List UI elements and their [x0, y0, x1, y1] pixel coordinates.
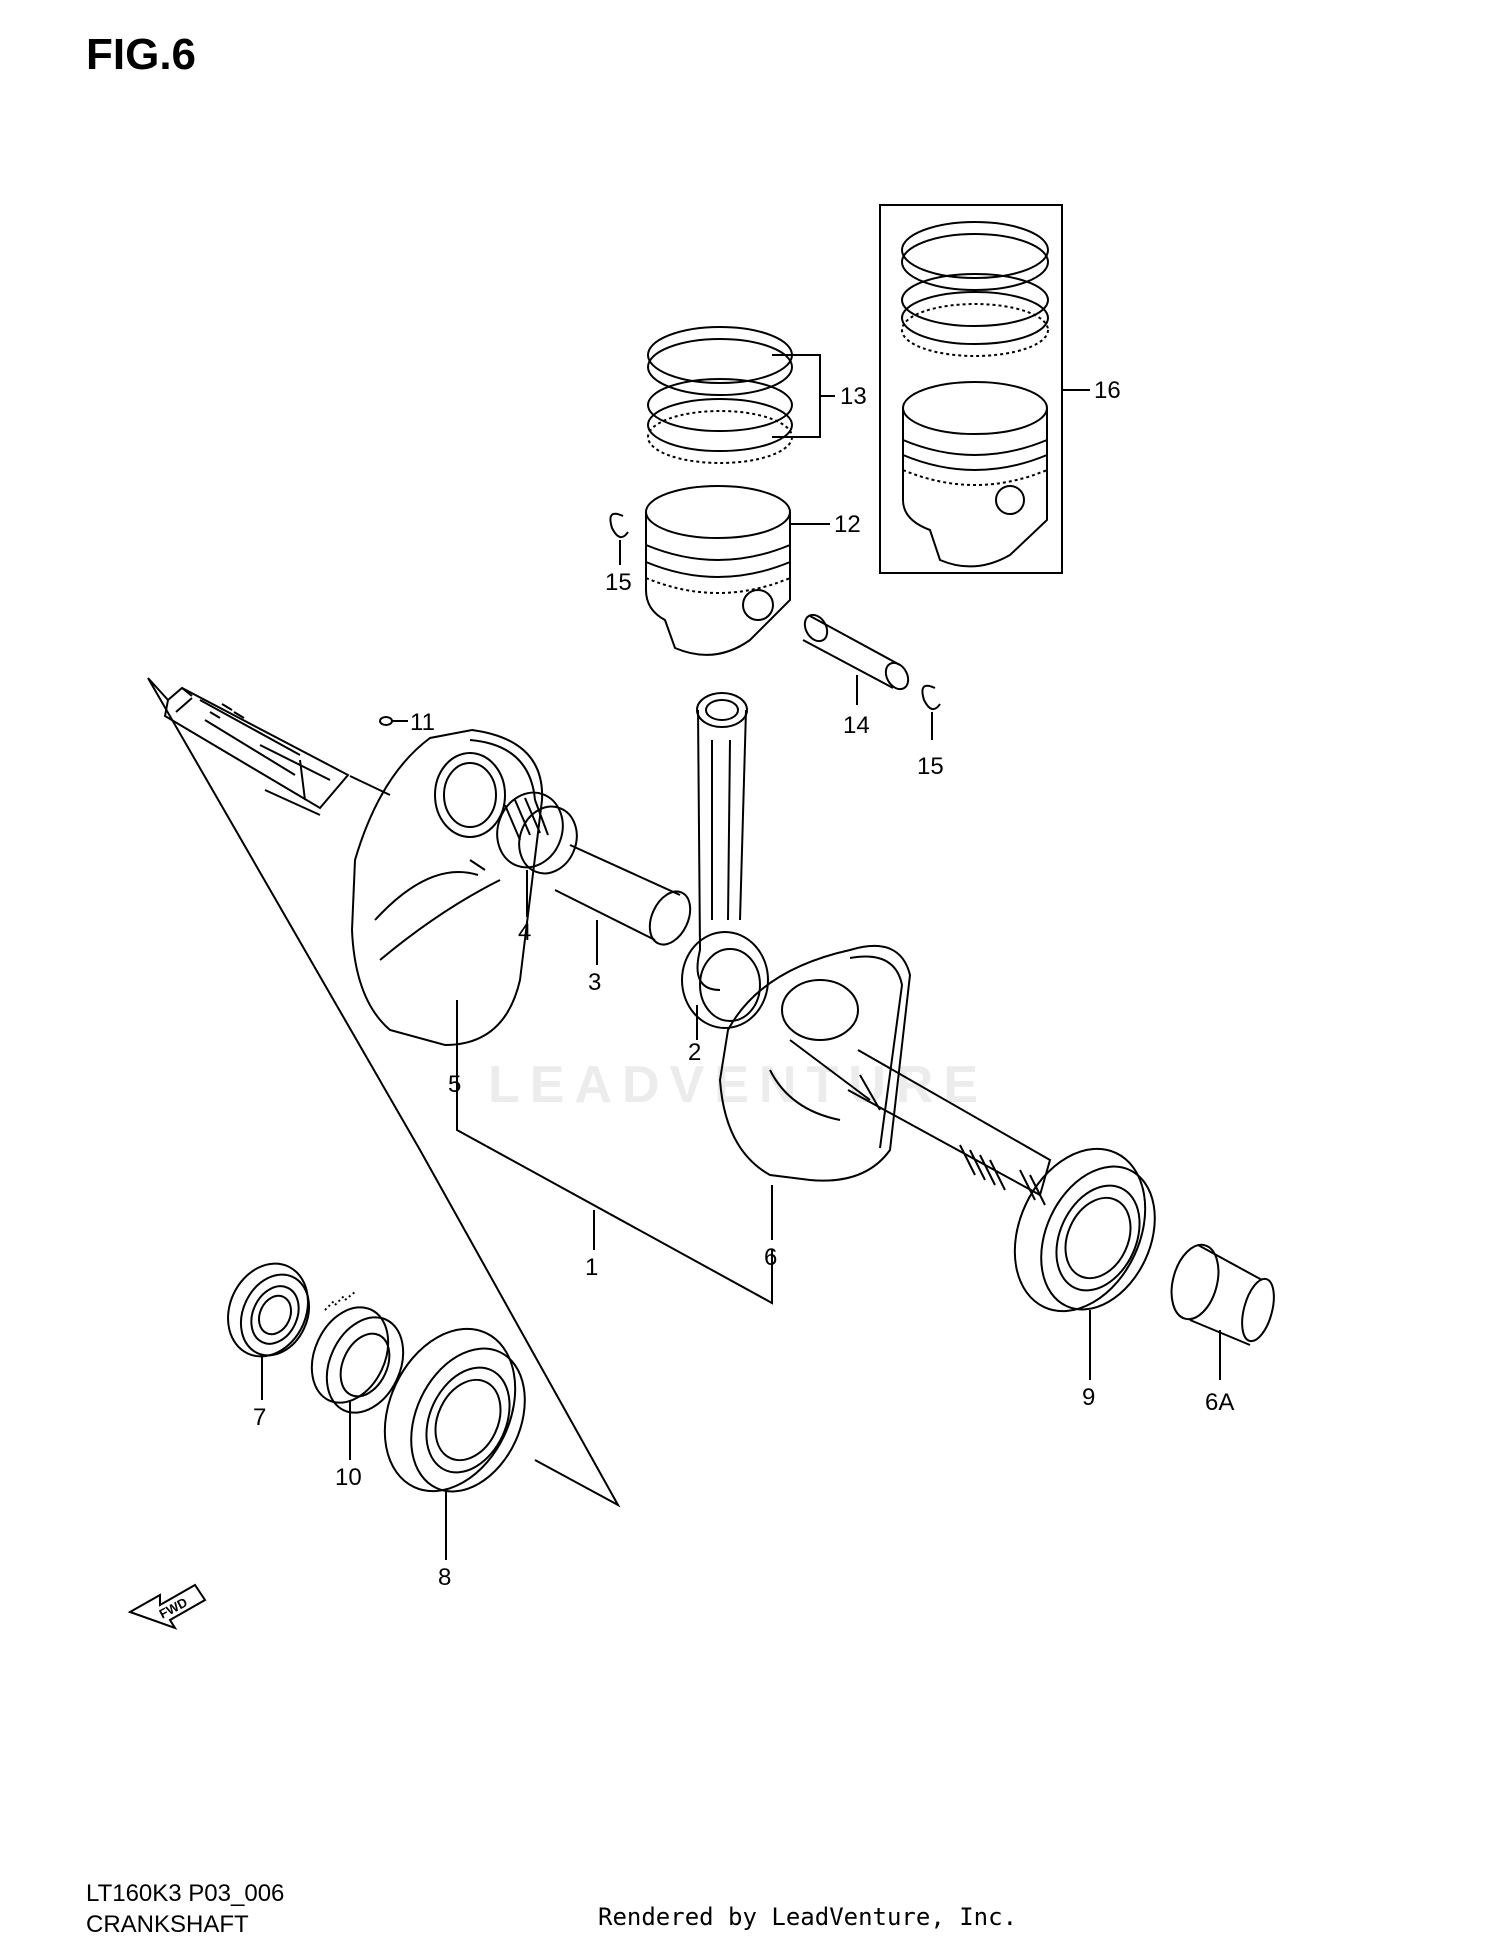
- callout-8: 8: [438, 1564, 451, 1591]
- crank-web-right: [718, 944, 912, 1182]
- circlip-left: [609, 512, 629, 539]
- callout-3: 3: [588, 969, 601, 996]
- piston: [645, 485, 791, 656]
- callout-6a: 6A: [1205, 1389, 1234, 1416]
- rings-bracket: [772, 354, 821, 438]
- fwd-arrow: FWD: [127, 1583, 207, 1630]
- section-name: CRANKSHAFT: [86, 1911, 249, 1938]
- callout-5: 5: [448, 1071, 461, 1098]
- crankshaft-right-shaft: [847, 1049, 1052, 1206]
- assembly-bracket: [456, 1000, 773, 1305]
- bearing-right: [1013, 1147, 1156, 1313]
- figure-title: FIG.6: [86, 30, 197, 79]
- crankshaft-left-shaft: [163, 686, 391, 816]
- piston-kit-piston: [902, 381, 1048, 568]
- crank-pin: [554, 844, 692, 946]
- piston-rings: [647, 326, 793, 464]
- callout-12: 12: [834, 511, 861, 538]
- crank-web-left: [350, 728, 544, 1047]
- callout-4: 4: [518, 919, 531, 946]
- watermark: LEADVENTURE: [488, 1056, 989, 1114]
- callout-10: 10: [335, 1464, 362, 1491]
- connecting-rod: [681, 692, 769, 1029]
- bearing-large: [383, 1327, 526, 1493]
- callout-6: 6: [764, 1244, 777, 1271]
- callout-14: 14: [843, 712, 870, 739]
- oil-seal: [310, 1291, 405, 1414]
- pin: [379, 716, 393, 726]
- callout-9: 9: [1082, 1384, 1095, 1411]
- left-assembly-leader: [147, 677, 621, 1508]
- callout-16: 16: [1094, 377, 1121, 404]
- bearing-small: [227, 1262, 311, 1358]
- needle-bearing: [496, 791, 578, 875]
- callout-11: 11: [410, 709, 435, 736]
- callout-15-left: 15: [605, 569, 632, 596]
- callout-1: 1: [585, 1254, 598, 1281]
- piston-pin: [802, 613, 910, 691]
- callout-13: 13: [840, 383, 867, 410]
- callout-7: 7: [253, 1404, 266, 1431]
- spacer: [1170, 1243, 1275, 1346]
- piston-kit-rings: [901, 221, 1049, 357]
- circlip-right: [921, 684, 941, 711]
- model-code: LT160K3 P03_006: [86, 1880, 285, 1907]
- callout-15-right: 15: [917, 753, 944, 780]
- callout-2: 2: [688, 1039, 701, 1066]
- render-credit: Rendered by LeadVenture, Inc.: [598, 1903, 1018, 1931]
